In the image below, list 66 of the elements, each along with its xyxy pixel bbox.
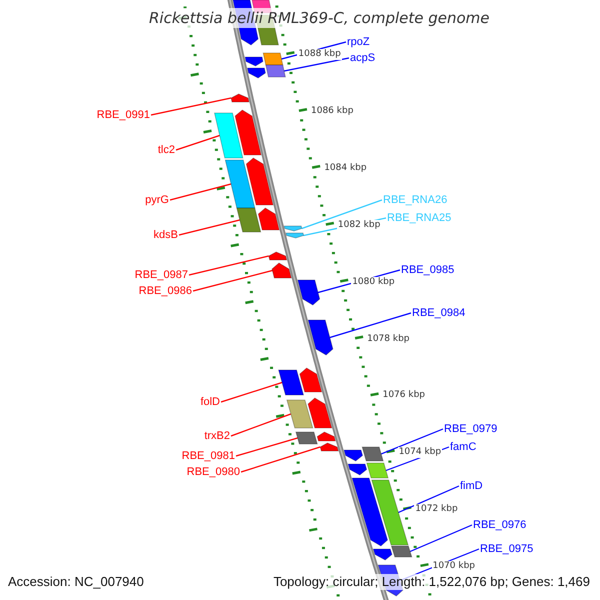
- leader-line: [284, 57, 350, 72]
- gene-label: pyrG: [145, 193, 169, 207]
- leader-line: [176, 134, 220, 151]
- leader-line: [240, 446, 320, 473]
- leader-line: [230, 413, 292, 437]
- gene-label: RBE_0976: [473, 518, 526, 532]
- gene-bar: [214, 112, 244, 158]
- gene-label: folD: [200, 395, 220, 409]
- gene-label: RBE_0979: [444, 422, 498, 436]
- gene-bar: [295, 432, 318, 444]
- scale-label: 1082 kbp: [336, 220, 382, 231]
- gene-bar: [224, 160, 256, 208]
- gene-bar: [297, 280, 320, 306]
- gene-label: RBE_RNA25: [387, 211, 452, 225]
- gene-label: RBE_0987: [134, 268, 188, 282]
- gene-bar: [286, 232, 304, 238]
- leader-line: [302, 199, 382, 230]
- gene-bar: [262, 52, 284, 66]
- scale-label: 1076 kbp: [382, 390, 426, 402]
- gene-label: RBE_0980: [186, 465, 240, 479]
- gene-label: RBE_0984: [412, 306, 466, 320]
- scale-label: 1088 kbp: [297, 49, 342, 60]
- leader-line: [380, 428, 444, 455]
- gene-label: RBE_0986: [138, 284, 192, 298]
- scale-label: 1072 kbp: [414, 504, 459, 516]
- scale-label: 1086 kbp: [310, 106, 354, 117]
- leader-line: [170, 183, 232, 201]
- scale-label: 1084 kbp: [323, 162, 368, 174]
- gene-bar: [230, 94, 250, 102]
- leader-line: [236, 437, 298, 457]
- gene-bar: [236, 208, 262, 232]
- gene-label: RBE_RNA26: [383, 193, 448, 207]
- leader-line: [220, 382, 282, 403]
- gene-label: rpoZ: [347, 35, 370, 49]
- gene-label: fimD: [460, 479, 483, 493]
- gene-label: RBE_0991: [96, 108, 150, 122]
- gene-label: RBE_0975: [480, 542, 534, 556]
- leader-line: [150, 97, 232, 116]
- gene-label: trxB2: [204, 429, 230, 443]
- scale-label: 1078 kbp: [366, 334, 410, 344]
- gene-bar: [278, 370, 304, 396]
- gene-bar: [320, 442, 339, 452]
- gene-bar: [371, 480, 409, 546]
- gene-label: acpS: [350, 51, 376, 65]
- gene-bar: [265, 64, 286, 78]
- scale-label: 1070 kbp: [432, 561, 476, 572]
- leader-line: [188, 255, 269, 276]
- gene-bar: [286, 400, 314, 428]
- gene-bar: [284, 226, 302, 232]
- leader-line: [398, 485, 460, 514]
- gene-bar: [362, 446, 384, 462]
- gene-label: tlc2: [158, 143, 175, 157]
- scale-label: 1074 kbp: [398, 447, 442, 458]
- gene-label: RBE_0981: [182, 449, 235, 463]
- leader-line: [410, 524, 472, 552]
- gene-bar: [268, 252, 288, 260]
- gene-label: RBE_0985: [401, 263, 454, 277]
- leader-line: [330, 312, 412, 338]
- scale-label: 1080 kbp: [351, 276, 396, 288]
- gene-label: kdsB: [154, 228, 178, 242]
- leader-line: [192, 270, 273, 292]
- accession-label: Accession: NC_007940: [8, 574, 144, 590]
- gene-label: famC: [450, 440, 476, 454]
- genome-stats-label: Topology: circular; Length: 1,522,076 bp; Genes: 1,469: [273, 574, 590, 590]
- gene-bar: [308, 320, 334, 356]
- gene-bar: [272, 262, 292, 278]
